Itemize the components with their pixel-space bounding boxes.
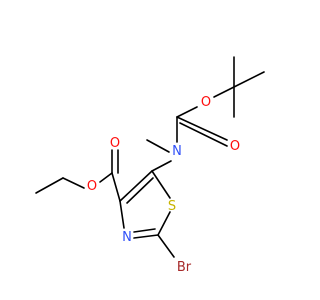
bond-c5-to-sulfur <box>151 170 171 199</box>
bond-c2-to-ring-nitrogen-b <box>133 228 156 233</box>
atom-label-nitrogen-ring: N <box>122 230 132 245</box>
atom-label-sulfur: S <box>168 199 176 214</box>
bond-ester-carbon-to-oxygen <box>99 172 113 183</box>
atom-label-nitrogen-amine: N <box>172 144 182 159</box>
bond-ethyl-ch2-to-ch3 <box>35 177 64 194</box>
bond-tbu-to-oxygen <box>213 86 235 98</box>
bond-c4-to-c5-b <box>126 177 154 204</box>
bond-c2-to-bromine <box>157 234 175 258</box>
bond-c4-to-ester-carbon <box>111 172 121 202</box>
atom-label-oxygen-ester-single: O <box>87 179 97 194</box>
structure-svg: O O N S N Br O O <box>35 56 265 275</box>
bond-nitrogen-to-c5 <box>151 160 172 172</box>
atom-label-bromine: Br <box>177 260 192 275</box>
bond-oxygen-to-carbonyl <box>176 106 198 118</box>
bond-c2-to-ring-nitrogen-a <box>133 234 159 239</box>
molecule-diagram: O O N S N Br O O <box>35 56 265 275</box>
bond-c4-to-c5-a <box>119 170 153 202</box>
bond-tbu-methyl-right <box>233 71 265 88</box>
atom-label-oxygen-boc-double: O <box>230 139 240 154</box>
bond-ring-nitrogen-to-c4 <box>119 200 125 229</box>
bond-sulfur-to-c2 <box>157 211 171 236</box>
bond-carbonyl-to-oxo-a <box>176 116 228 141</box>
atom-label-oxygen-boc-single: O <box>201 95 211 110</box>
bond-oxygen-to-ethyl-ch2 <box>62 177 85 189</box>
bond-carbonyl-to-oxo-b <box>179 122 228 147</box>
bond-nitrogen-methyl <box>146 139 170 153</box>
atom-label-oxygen-ester-double: O <box>110 136 120 151</box>
